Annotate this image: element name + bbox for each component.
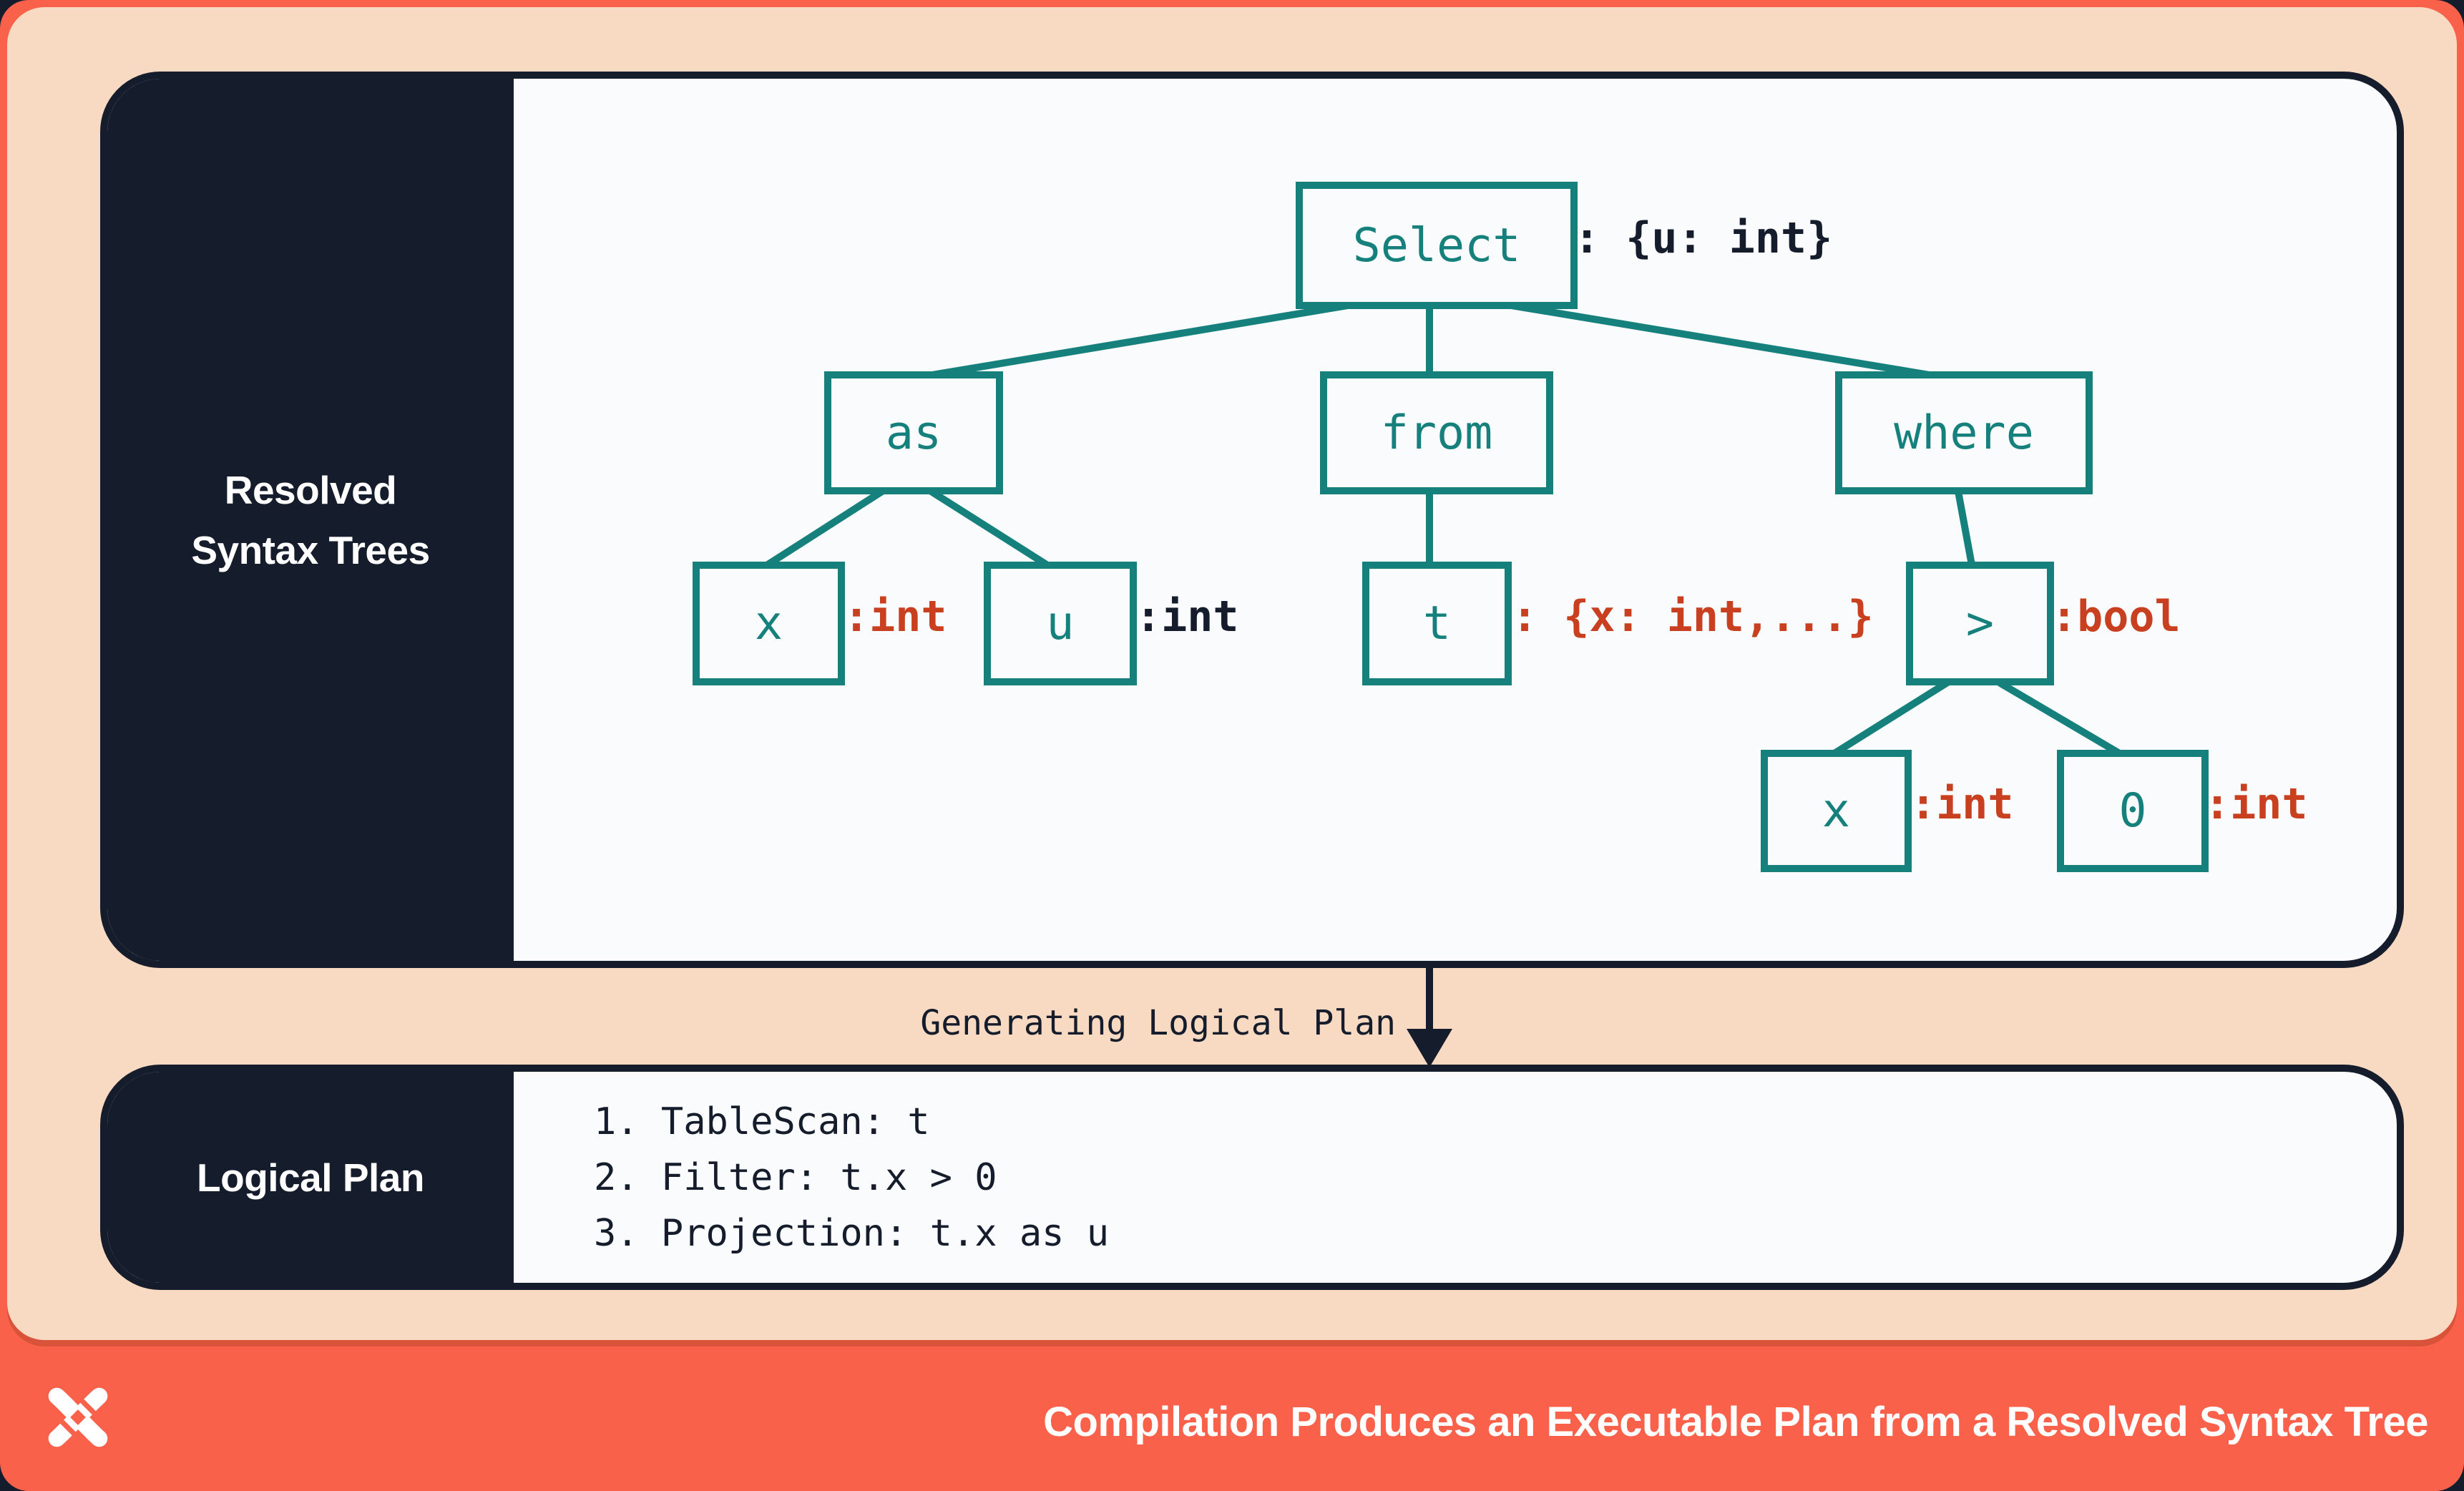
footer-title: Compilation Produces an Executable Plan … [1043,1399,2428,1445]
annotation-zero-type: :int [2204,750,2308,858]
tree-node-zero: 0 [2057,750,2209,872]
tree-node-u: u [984,562,1137,685]
rst-sidebar: Resolved Syntax Trees [107,79,514,961]
tree-node-as-label: as [885,406,942,460]
rst-title-line1: Resolved [224,467,397,512]
plan-step-1: 1. TableScan: t [594,1100,930,1143]
logical-plan-steps: 1. TableScan: t 2. Filter: t.x > 0 3. Pr… [594,1072,1109,1283]
plan-step-2: 2. Filter: t.x > 0 [594,1155,997,1199]
tree-node-zero-label: 0 [2118,784,2147,838]
annotation-gt-type-text: :bool [2051,591,2181,642]
annotation-x-as-type: :int [844,562,947,671]
rst-title-line2: Syntax Trees [191,527,430,572]
annotation-select-type-text: : {u: int} [1574,213,1833,263]
tree-node-t: t [1362,562,1512,685]
rst-panel-title: Resolved Syntax Trees [191,460,430,580]
tree-node-x-as: x [693,562,845,685]
resolved-syntax-trees-panel: Resolved Syntax Trees [100,72,2404,968]
tree-node-from: from [1320,371,1553,494]
annotation-t-type-text: : {x: int,...} [1512,591,1874,642]
transition-label: Generating Logical Plan [920,1003,1396,1043]
plan-step-3: 3. Projection: t.x as u [594,1211,1110,1255]
tree-node-select-label: Select [1352,218,1521,273]
annotation-x-as-type-text: :int [844,591,947,642]
annotation-gt-type: :bool [2051,562,2181,671]
annotation-t-type: : {x: int,...} [1512,562,1874,671]
tree-node-x-as-label: x [754,597,783,650]
logical-plan-panel: Logical Plan 1. TableScan: t 2. Filter: … [100,1065,2404,1290]
tree-node-where-label: where [1894,406,2034,460]
annotation-x-where-type-text: :int [1910,778,2014,829]
tree-node-as: as [824,371,1003,494]
tree-node-where: where [1835,371,2093,494]
tree-node-gt-label: > [1965,597,1995,650]
tree-node-u-label: u [1046,597,1075,650]
annotation-select-type: : {u: int} [1574,182,1832,295]
dolt-logo-icon [48,1387,108,1447]
tree-node-gt: > [1906,562,2054,685]
annotation-x-where-type: :int [1910,750,2014,858]
tree-node-x-where: x [1761,750,1912,872]
annotation-u-type-text: :int [1135,591,1239,642]
plan-title: Logical Plan [197,1155,424,1200]
annotation-zero-type-text: :int [2204,778,2308,829]
tree-node-select: Select [1296,182,1578,309]
plan-panel-title: Logical Plan [197,1148,424,1208]
tree-node-t-label: t [1422,597,1452,650]
annotation-u-type: :int [1135,562,1239,671]
plan-sidebar: Logical Plan [107,1072,514,1283]
tree-node-x-where-label: x [1822,784,1851,838]
tree-node-from-label: from [1380,406,1493,460]
